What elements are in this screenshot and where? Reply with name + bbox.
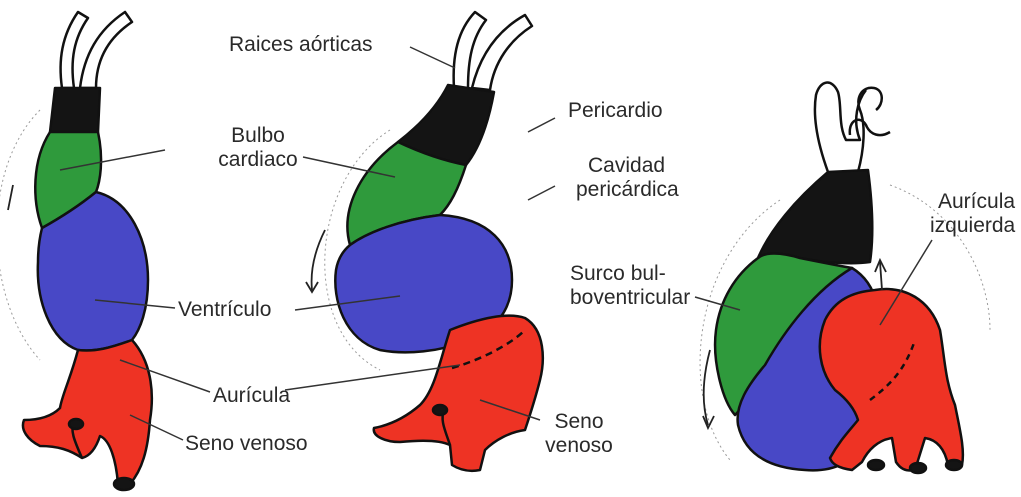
label-raices-aorticas: Raices aórticas xyxy=(229,33,373,57)
atrium-segment xyxy=(23,340,152,484)
label-surco-bulboventricular: Surco bul- boventricular xyxy=(570,262,690,310)
label-seno-line2: venoso xyxy=(534,434,624,458)
label-cavidad-pericardica: Cavidad pericárdica xyxy=(576,154,679,202)
label-auricula: Aurícula xyxy=(213,384,290,408)
label-auricula-izquierda: Aurícula izquierda xyxy=(930,190,1015,238)
label-ventriculo: Ventrículo xyxy=(178,298,271,322)
heart-stage-1 xyxy=(23,12,152,490)
heart-stage-2 xyxy=(335,12,542,471)
label-seno-venoso: Seno venoso xyxy=(185,432,308,456)
heart-stage-3 xyxy=(715,83,963,473)
label-surco-line2: boventricular xyxy=(570,286,690,310)
label-auricula-izq-line1: Aurícula xyxy=(930,190,1015,214)
label-seno-line1: Seno xyxy=(534,410,624,434)
label-surco-line1: Surco bul- xyxy=(570,262,690,286)
label-bulbo-cardiaco: Bulbo cardiaco xyxy=(208,124,308,172)
label-bulbo-line2: cardiaco xyxy=(208,148,308,172)
label-bulbo-line1: Bulbo xyxy=(208,124,308,148)
label-auricula-izq-line2: izquierda xyxy=(930,214,1015,238)
truncus-segment xyxy=(50,88,100,132)
label-seno-venoso-2: Seno venoso xyxy=(534,410,624,458)
aortic-root-2 xyxy=(80,12,132,88)
label-cavidad-line2: pericárdica xyxy=(576,178,679,202)
truncus-segment xyxy=(758,170,872,263)
label-cavidad-line1: Cavidad xyxy=(576,154,679,178)
atrium-segment xyxy=(820,289,963,470)
label-pericardio: Pericardio xyxy=(568,99,663,123)
